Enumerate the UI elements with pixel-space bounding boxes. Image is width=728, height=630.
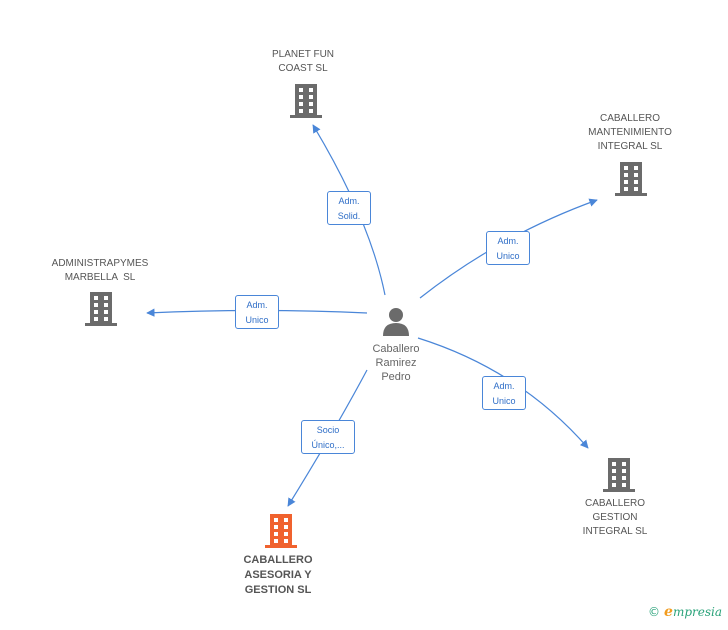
relation-label-administrapymes[interactable]: Adm. Unico	[235, 295, 279, 329]
relation-label-asesoria[interactable]: Socio Único,...	[301, 420, 355, 454]
brand-footer[interactable]: ©empresia	[648, 604, 722, 620]
relation-label-mantenimiento[interactable]: Adm. Unico	[486, 231, 530, 265]
company-label-planet[interactable]: PLANET FUN COAST SL	[271, 49, 335, 74]
copyright-icon: ©	[648, 605, 661, 619]
brand-name: mpresia	[672, 605, 722, 619]
company-label-asesoria[interactable]: CABALLERO ASESORIA Y GESTION SL	[243, 554, 313, 596]
company-label-administrapymes[interactable]: ADMINISTRAPYMES MARBELLA SL	[51, 258, 149, 283]
company-label-gestion[interactable]: CABALLERO GESTION INTEGRAL SL	[582, 498, 648, 537]
relation-label-gestion[interactable]: Adm. Unico	[482, 376, 526, 410]
building-icon[interactable]	[290, 84, 322, 118]
brand-initial: e	[664, 604, 673, 620]
building-icon-highlight[interactable]	[265, 514, 297, 548]
relation-label-planet[interactable]: Adm. Solid.	[327, 191, 371, 225]
person-icon[interactable]	[381, 306, 411, 336]
person-name[interactable]: Caballero Ramirez Pedro	[372, 343, 420, 383]
building-icon[interactable]	[615, 162, 647, 196]
company-label-mantenimiento[interactable]: CABALLERO MANTENIMIENTO INTEGRAL SL	[588, 113, 672, 152]
building-icon[interactable]	[85, 292, 117, 326]
building-icon[interactable]	[603, 458, 635, 492]
